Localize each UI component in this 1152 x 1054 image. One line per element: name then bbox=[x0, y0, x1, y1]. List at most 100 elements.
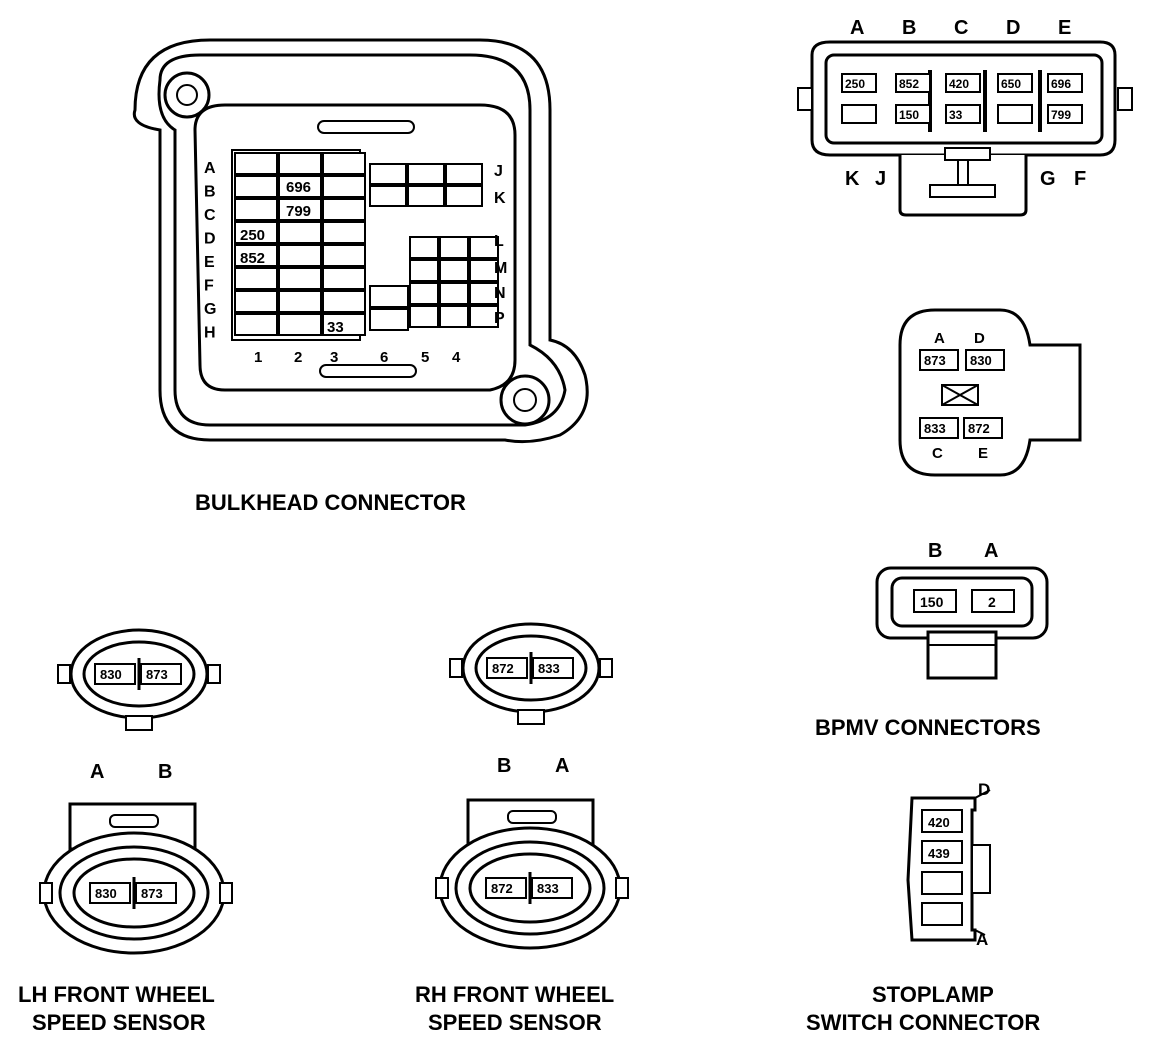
bulkhead-cavity bbox=[234, 267, 278, 290]
bulkhead-row-letter: C bbox=[204, 207, 216, 224]
bulkhead-cavity bbox=[278, 198, 322, 221]
bulkhead-cavity bbox=[439, 259, 469, 282]
bulkhead-cavity bbox=[322, 175, 366, 198]
bulkhead-row-letter: H bbox=[204, 325, 216, 342]
bulkhead-cavity bbox=[445, 185, 483, 207]
sensor-cavity bbox=[531, 877, 573, 899]
bpmv-four-letter: A bbox=[934, 330, 945, 347]
stoplamp-cavity bbox=[921, 840, 963, 864]
bulkhead-pin-250: 250 bbox=[240, 227, 265, 244]
lh-sensor-letter: A bbox=[90, 761, 104, 783]
bpmv-two-pin: 2 bbox=[988, 594, 996, 610]
ten-way-pin: 650 bbox=[1001, 77, 1021, 91]
stoplamp-cavity bbox=[921, 871, 963, 895]
ten-way-top-letter: D bbox=[1006, 17, 1020, 39]
ten-way-cavity bbox=[1047, 104, 1083, 124]
bulkhead-pin-799: 799 bbox=[286, 203, 311, 220]
bulkhead-cavity bbox=[278, 244, 322, 267]
stoplamp-title-line-1: STOPLAMP bbox=[872, 982, 994, 1007]
bulkhead-row-letter: E bbox=[204, 254, 215, 271]
bulkhead-cavity bbox=[278, 267, 322, 290]
bulkhead-cavity bbox=[369, 163, 407, 185]
bpmv-four-cavity bbox=[963, 417, 1003, 439]
bpmv-two-cavity bbox=[913, 589, 957, 613]
bulkhead-cavity bbox=[445, 163, 483, 185]
bulkhead-cavity bbox=[369, 308, 409, 331]
ten-way-bottom-letter: K bbox=[845, 168, 860, 190]
bulkhead-cavity bbox=[278, 313, 322, 336]
bulkhead-cavity bbox=[409, 259, 439, 282]
bulkhead-row-letter: J bbox=[494, 163, 503, 180]
bulkhead-row-letter: P bbox=[494, 310, 505, 327]
rh-title-line-2: SPEED SENSOR bbox=[428, 1010, 602, 1035]
bulkhead-cavity bbox=[409, 236, 439, 259]
stoplamp-cavity bbox=[921, 902, 963, 926]
bpmv-four-cavity bbox=[965, 349, 1005, 371]
bulkhead-cavity bbox=[322, 221, 366, 244]
bpmv-four-cavity bbox=[919, 417, 959, 439]
ten-way-pin: 150 bbox=[899, 108, 919, 122]
sensor-cavity bbox=[486, 657, 528, 679]
bpmv-two-cavity bbox=[971, 589, 1015, 613]
ten-way-pin: 852 bbox=[899, 77, 919, 91]
stoplamp-letter-d: D bbox=[978, 780, 990, 799]
sensor-cavity bbox=[485, 877, 527, 899]
ten-way-pin: 696 bbox=[1051, 77, 1071, 91]
sensor-pin: 873 bbox=[146, 667, 168, 682]
bulkhead-cavity bbox=[322, 290, 366, 313]
bulkhead-cavity bbox=[439, 236, 469, 259]
bulkhead-cavity bbox=[439, 305, 469, 328]
bulkhead-cavity bbox=[234, 175, 278, 198]
rh-sensor-letter: A bbox=[555, 755, 569, 777]
bulkhead-cavity bbox=[469, 282, 499, 305]
bulkhead-row-letter: D bbox=[204, 231, 216, 248]
sensor-cavity bbox=[94, 663, 136, 685]
bulkhead-row-letter: F bbox=[204, 278, 214, 295]
bulkhead-title: BULKHEAD CONNECTOR bbox=[195, 490, 466, 515]
bulkhead-col-number: 3 bbox=[330, 349, 338, 366]
sensor-pin: 833 bbox=[538, 661, 560, 676]
bpmv-four-pin: 872 bbox=[968, 421, 990, 436]
ten-way-bottom-letter: F bbox=[1074, 168, 1086, 190]
lh-title-line-1: LH FRONT WHEEL bbox=[18, 982, 215, 1007]
bulkhead-pin-852: 852 bbox=[240, 250, 265, 267]
lh-sensor-letter: B bbox=[158, 761, 172, 783]
ten-way-cavity bbox=[841, 104, 877, 124]
bulkhead-cavity bbox=[278, 175, 322, 198]
sensor-pin: 830 bbox=[100, 667, 122, 682]
bpmv-four-pin: 830 bbox=[970, 353, 992, 368]
bulkhead-col-number: 1 bbox=[254, 349, 262, 366]
bpmv-four-letter: E bbox=[978, 445, 988, 462]
ten-way-pin: 799 bbox=[1051, 108, 1071, 122]
bulkhead-row-letter: L bbox=[494, 233, 504, 250]
sensor-pin: 830 bbox=[95, 886, 117, 901]
bulkhead-col-number: 6 bbox=[380, 349, 388, 366]
bulkhead-cavity bbox=[234, 221, 278, 244]
bulkhead-cavity bbox=[439, 282, 469, 305]
bpmv-four-cavity bbox=[919, 349, 959, 371]
bulkhead-row-letter: N bbox=[494, 285, 506, 302]
bulkhead-cavity bbox=[469, 259, 499, 282]
bulkhead-cavity bbox=[322, 244, 366, 267]
bulkhead-cavity bbox=[369, 185, 407, 207]
sensor-cavity bbox=[89, 882, 131, 904]
stoplamp-pin: 420 bbox=[928, 815, 950, 830]
bulkhead-col-number: 2 bbox=[294, 349, 302, 366]
ten-way-cavity bbox=[1047, 73, 1083, 93]
bulkhead-cavity bbox=[469, 236, 499, 259]
bulkhead-cavity bbox=[322, 152, 366, 175]
ten-way-top-letter: B bbox=[902, 17, 916, 39]
sensor-pin: 872 bbox=[492, 661, 514, 676]
sensor-pin: 872 bbox=[491, 881, 513, 896]
rh-title-line-1: RH FRONT WHEEL bbox=[415, 982, 614, 1007]
ten-way-bottom-letter: G bbox=[1040, 168, 1056, 190]
ten-way-top-letter: E bbox=[1058, 17, 1071, 39]
bulkhead-cavity bbox=[409, 282, 439, 305]
bulkhead-cavity bbox=[234, 244, 278, 267]
ten-way-top-letter: C bbox=[954, 17, 968, 39]
bulkhead-pin-696: 696 bbox=[286, 179, 311, 196]
